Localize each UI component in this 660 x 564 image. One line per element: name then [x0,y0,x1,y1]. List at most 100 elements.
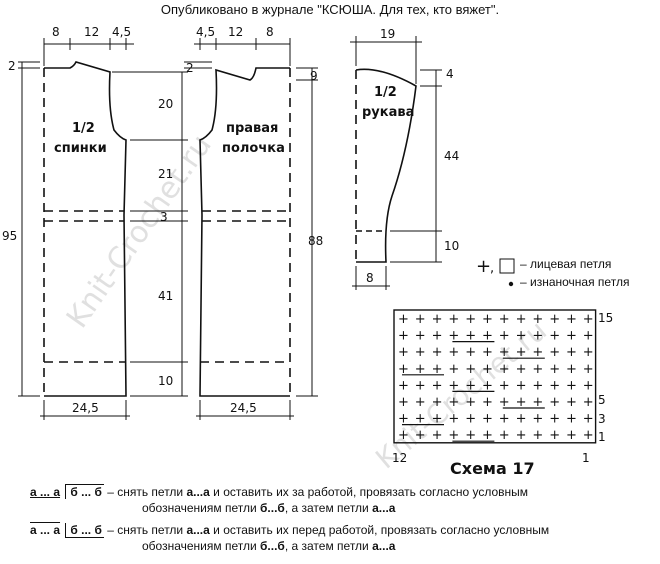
chart-knit-stitch-icon: + [465,395,476,410]
chart-knit-stitch-icon: + [465,329,476,344]
note2-line2-1: обозначениям петли [142,539,261,553]
chart-knit-stitch-icon: + [516,428,527,443]
chart-knit-stitch-icon: + [398,395,409,410]
chart-knit-stitch-icon: + [482,312,493,327]
sleeve-label-2: рукава [362,105,414,120]
chart-knit-stitch-icon: + [482,378,493,393]
chart-knit-stitch-icon: + [432,345,443,360]
chart-knit-stitch-icon: + [398,312,409,327]
chart-knit-stitch-icon: + [398,378,409,393]
back-dim-top-1: 8 [52,25,60,39]
chart-knit-stitch-icon: + [499,412,510,427]
front-label-2: полочка [222,141,285,156]
chart-knit-stitch-icon: + [415,378,426,393]
sleeve-dim-right-1: 4 [446,67,454,81]
chart-knit-stitch-icon: + [549,428,560,443]
legend-purl-dot-icon [508,281,514,287]
note2-symbol: а ... а б ... б [30,522,104,538]
chart-knit-stitch-icon: + [532,329,543,344]
chart-knit-stitch-icon: + [432,362,443,377]
chart-knit-stitch-icon: + [465,345,476,360]
chart-row-label-5: 5 [598,393,606,407]
chart-knit-stitch-icon: + [549,312,560,327]
note1-symbol: а ... а б ... б [30,484,104,500]
note1-line2-2: , а затем петли [284,501,373,515]
front-dim-top-3: 8 [266,25,274,39]
note2-text-1: – снять петли [103,523,187,537]
chart-knit-stitch-icon: + [499,345,510,360]
note1-line2-1: обозначениям петли [142,501,261,515]
chart-knit-stitch-icon: + [516,329,527,344]
chart-knit-stitch-icon: + [432,329,443,344]
chart-knit-stitch-icon: + [549,362,560,377]
chart-knit-stitch-icon: + [448,428,459,443]
chart-title: Схема 17 [450,459,535,478]
chart-knit-stitch-icon: + [566,378,577,393]
chart-knit-stitch-icon: + [465,362,476,377]
chart-knit-stitch-icon: + [448,345,459,360]
chart-knit-stitch-icon: + [415,345,426,360]
note1-bold-a: а...а [186,485,210,499]
sleeve-piece [350,36,442,290]
chart-knit-stitch-icon: + [583,412,594,427]
chart-knit-stitch-icon: + [532,362,543,377]
back-label-1: 1/2 [72,121,95,136]
page-title: Опубликовано в журнале "КСЮША. Для тех, … [160,2,500,17]
chart-knit-stitch-icon: + [499,329,510,344]
chart-knit-stitch-icon: + [432,312,443,327]
back-piece [18,38,188,420]
chart-row-label-15: 15 [598,311,613,325]
chart-knit-stitch-icon: + [415,412,426,427]
chart-knit-stitch-icon: + [465,312,476,327]
note1-sym-a: а ... а [30,485,61,499]
chart-knit-stitch-icon: + [482,395,493,410]
chart-knit-stitch-icon: + [482,428,493,443]
note1-bold-a2: а...а [372,501,396,515]
chart-knit-stitch-icon: + [398,362,409,377]
note-cable-back: а ... а б ... б – снять петли а...а и ос… [30,484,650,516]
chart-row-label-3: 3 [598,412,606,426]
chart-knit-stitch-icon: + [532,312,543,327]
chart-knit-stitch-icon: + [583,312,594,327]
front-dim-right-top: 9 [310,69,318,83]
chart-knit-stitch-icon: + [549,329,560,344]
chart-knit-stitch-icon: + [432,378,443,393]
note1-text-1: – снять петли [103,485,187,499]
chart-knit-stitch-icon: + [532,378,543,393]
chart-knit-stitch-icon: + [465,412,476,427]
chart-row-label-1: 1 [598,430,606,444]
chart-knit-stitch-icon: + [583,378,594,393]
chart-knit-stitch-icon: + [499,378,510,393]
chart-col-label-left: 12 [392,451,407,465]
chart-knit-stitch-icon: + [499,428,510,443]
chart-knit-stitch-icon: + [532,412,543,427]
legend-knit-text: – лицевая петля [520,257,612,271]
back-dim-right-1: 20 [158,97,173,111]
chart-knit-stitch-icon: + [482,362,493,377]
chart-knit-stitch-icon: + [516,395,527,410]
chart-knit-stitch-icon: + [549,395,560,410]
stitch-chart: ++++++++++++++++++++++++++++++++++++++++… [393,309,597,444]
chart-knit-stitch-icon: + [432,428,443,443]
chart-knit-stitch-icon: + [549,378,560,393]
chart-knit-stitch-icon: + [583,395,594,410]
chart-knit-stitch-icon: + [398,345,409,360]
chart-knit-stitch-icon: + [566,412,577,427]
chart-knit-stitch-icon: + [415,362,426,377]
chart-knit-stitch-icon: + [398,329,409,344]
chart-knit-stitch-icon: + [482,345,493,360]
note2-bold-a: а...а [186,523,210,537]
chart-knit-stitch-icon: + [432,412,443,427]
chart-knit-stitch-icon: + [448,378,459,393]
legend-purl-text: – изнаночная петля [520,275,630,289]
note1-text-2: и оставить их за работой, провязать согл… [209,485,529,499]
chart-knit-stitch-icon: + [448,362,459,377]
chart-knit-stitch-icon: + [448,412,459,427]
note2-bold-b: б...б [260,539,285,553]
chart-knit-stitch-icon: + [482,329,493,344]
note1-sym-b: б ... б [65,484,104,499]
chart-knit-stitch-icon: + [516,312,527,327]
note2-sym-b: б ... б [65,523,104,538]
watermark: Knit-Crochet.ru [60,128,219,334]
chart-knit-stitch-icon: + [516,362,527,377]
